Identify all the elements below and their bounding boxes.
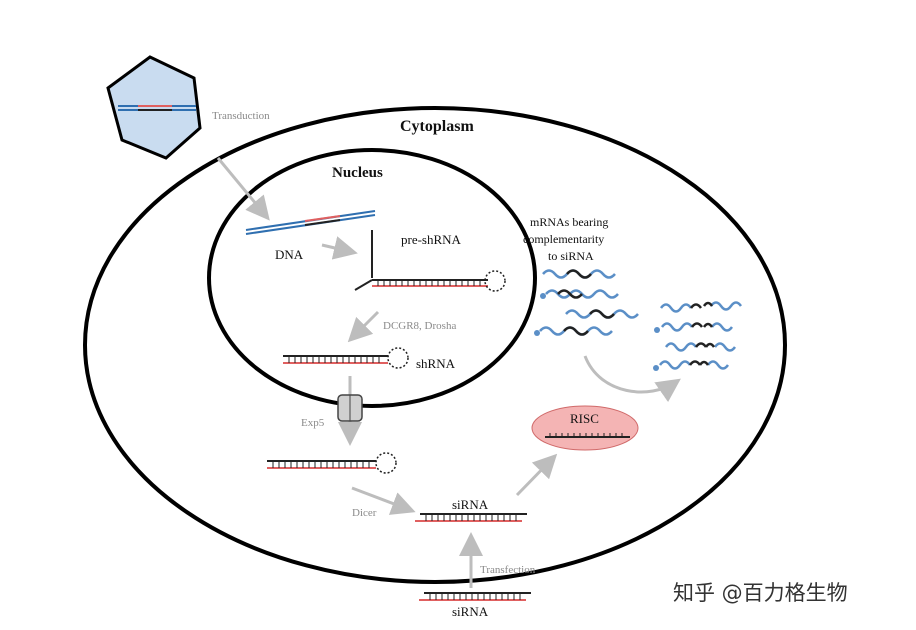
transduction-label: Transduction <box>212 110 270 122</box>
dna-to-preshrna-arrow <box>321 236 358 260</box>
dna-label: DNA <box>275 247 304 262</box>
dicer-label: Dicer <box>352 507 377 519</box>
pre-shrna-hairpin <box>354 230 506 292</box>
pre-shrna-label: pre-shRNA <box>401 232 462 247</box>
degradation-arrow <box>583 355 681 403</box>
dcgr8-label: DCGR8, Drosha <box>383 320 456 332</box>
shrna-hairpin <box>283 347 409 369</box>
risc-complex <box>531 405 639 451</box>
viral-vector <box>106 55 202 160</box>
cytoplasm-label: Cytoplasm <box>400 118 474 135</box>
watermark: 知乎 @百力格生物 <box>673 581 848 605</box>
sirna-to-risc-arrow <box>515 453 558 497</box>
sirna-inner-duplex <box>415 513 527 522</box>
mrna-label-line1: mRNAs bearing <box>530 215 608 229</box>
shrna-label: shRNA <box>416 356 456 371</box>
cytoplasmic-shrna <box>267 452 397 474</box>
transduction-arrow <box>216 157 270 221</box>
sirna-outer-label: siRNA <box>452 604 489 619</box>
transfection-label: Transfection <box>480 564 536 576</box>
cleaved-mrnas <box>653 301 743 371</box>
nucleus-label: Nucleus <box>332 165 383 181</box>
nucleus-membrane <box>207 148 537 408</box>
sirna-inner-label: siRNA <box>452 497 489 512</box>
exp5-label: Exp5 <box>301 417 325 429</box>
sirna-outer-duplex <box>419 592 531 601</box>
drosha-arrow <box>347 310 380 343</box>
dna-strand <box>245 210 376 235</box>
dicer-arrow <box>351 486 416 515</box>
mrna-label-line2: complementarity <box>523 232 604 246</box>
target-mrnas <box>534 269 639 336</box>
mrna-label-line3: to siRNA <box>548 249 594 263</box>
risc-label: RISC <box>570 411 599 426</box>
cytoplasm-membrane <box>83 106 787 584</box>
